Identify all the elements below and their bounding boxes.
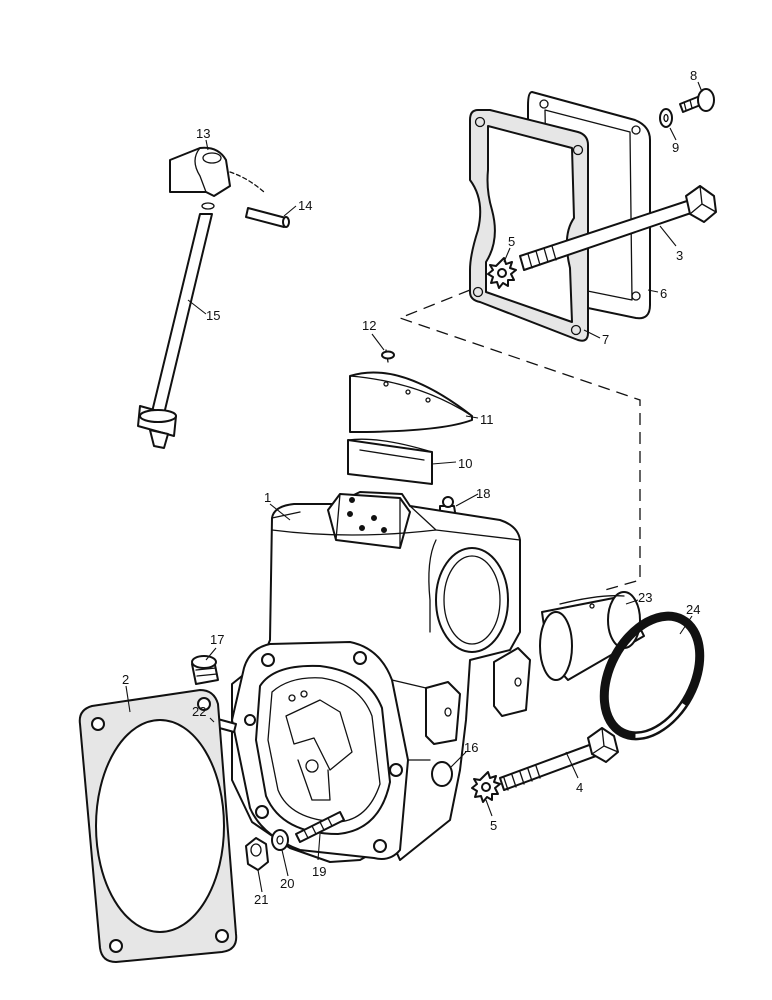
part-15-shaft	[137, 202, 215, 449]
callout-9: 9	[672, 140, 679, 155]
callout-1: 1	[264, 490, 271, 505]
callout-11: 11	[480, 412, 494, 427]
callout-21: 21	[254, 892, 268, 907]
part-11-half-plate	[349, 371, 473, 433]
callout-2: 2	[122, 672, 129, 687]
callout-18: 18	[476, 486, 490, 501]
callout-20: 20	[280, 876, 294, 891]
part-8-small-bolt	[679, 88, 715, 113]
callout-5-lower: 5	[490, 818, 497, 833]
part-16-plug	[431, 761, 453, 787]
callout-14: 14	[298, 198, 312, 213]
part-4-bolt	[499, 727, 619, 791]
part-12-screw	[381, 349, 395, 363]
part-21-nut	[245, 837, 269, 871]
assembly-dashed-line	[398, 289, 641, 591]
part-13-lever	[169, 146, 265, 197]
callout-23: 23	[638, 590, 652, 605]
part-24-seal-ring	[599, 611, 705, 741]
callout-4: 4	[576, 780, 583, 795]
leader-lines	[125, 81, 703, 893]
callout-19: 19	[312, 864, 326, 879]
part-14-pin	[245, 207, 290, 228]
part-17-plug	[191, 655, 219, 685]
part-9-washer	[659, 108, 673, 128]
callout-6: 6	[660, 286, 667, 301]
part-10-block	[347, 438, 433, 485]
callout-12: 12	[362, 318, 376, 333]
callout-8: 8	[690, 68, 697, 83]
part-2-front-gasket	[78, 689, 238, 963]
part-20-washer	[271, 829, 289, 851]
callout-labels: 1 2 3 4 5 5 6 7 8 9 10 11 12 13 14 15 16…	[122, 68, 700, 907]
part-1-housing	[231, 491, 531, 863]
callout-24: 24	[686, 602, 700, 617]
callout-15: 15	[206, 308, 220, 323]
callout-17: 17	[210, 632, 224, 647]
part-7-gasket	[469, 109, 589, 342]
part-5-lock-washer-lower	[471, 771, 501, 803]
callout-13: 13	[196, 126, 210, 141]
callout-22: 22	[192, 704, 206, 719]
callout-7: 7	[602, 332, 609, 347]
callout-10: 10	[458, 456, 472, 471]
part-23-bushing	[539, 591, 645, 681]
part-3-long-bolt	[519, 185, 717, 271]
part-19-stud	[295, 811, 345, 843]
callout-16: 16	[464, 740, 478, 755]
part-5-lock-washer-upper	[487, 257, 517, 289]
callout-5-upper: 5	[508, 234, 515, 249]
callout-3: 3	[676, 248, 683, 263]
